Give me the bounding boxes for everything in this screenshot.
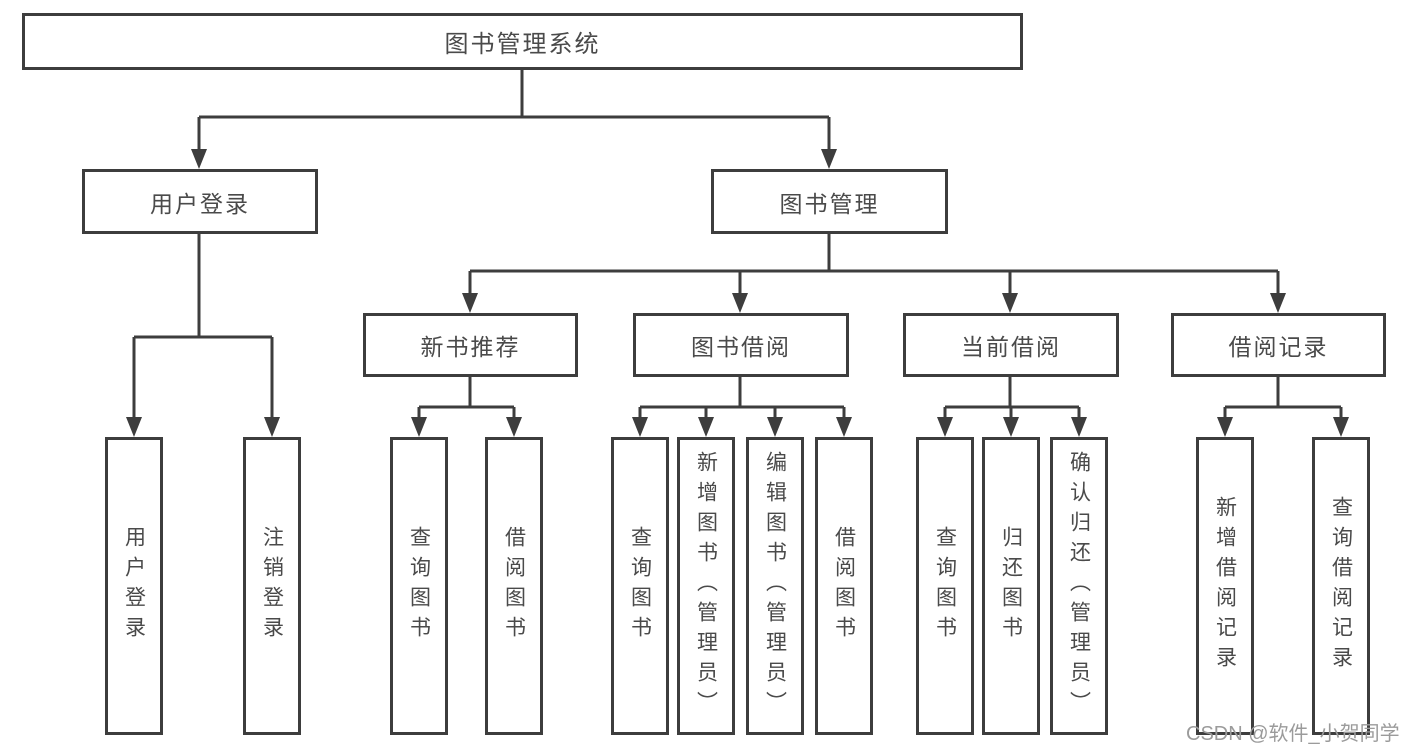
connector-user-login-split xyxy=(126,233,280,437)
leaf-add-borrow-record: 新增借阅记录 xyxy=(1196,437,1254,735)
leaf-borrow-books-recommend: 借阅图书 xyxy=(485,437,543,735)
leaf-query-books-borrow: 查询图书 xyxy=(611,437,669,735)
leaf-confirm-return-admin: 确认归还（管理员） xyxy=(1050,437,1108,735)
leaf-query-books-recommend: 查询图书 xyxy=(390,437,448,735)
connector-root-split xyxy=(191,69,837,169)
connector-book-borrow-split xyxy=(632,376,852,437)
csdn-watermark: CSDN @软件_小贺同学 xyxy=(1186,723,1400,745)
node-current-borrow: 当前借阅 xyxy=(903,313,1119,377)
connector-current-borrow-split xyxy=(937,376,1087,437)
leaf-return-books: 归还图书 xyxy=(982,437,1040,735)
connector-book-mgmt-split xyxy=(462,233,1286,313)
leaf-add-books-admin: 新增图书（管理员） xyxy=(677,437,735,735)
node-book-borrow: 图书借阅 xyxy=(633,313,849,377)
leaf-logout: 注销登录 xyxy=(243,437,301,735)
node-new-book-recommend: 新书推荐 xyxy=(363,313,578,377)
node-borrow-records: 借阅记录 xyxy=(1171,313,1386,377)
node-book-management: 图书管理 xyxy=(711,169,948,234)
leaf-query-books-current: 查询图书 xyxy=(916,437,974,735)
connector-borrow-record-split xyxy=(1217,376,1349,437)
leaf-edit-books-admin: 编辑图书（管理员） xyxy=(746,437,804,735)
connector-new-book-split xyxy=(411,376,522,437)
leaf-query-borrow-record: 查询借阅记录 xyxy=(1312,437,1370,735)
node-library-management-system: 图书管理系统 xyxy=(22,13,1023,70)
node-user-login: 用户登录 xyxy=(82,169,318,234)
leaf-borrow-books: 借阅图书 xyxy=(815,437,873,735)
leaf-user-login: 用户登录 xyxy=(105,437,163,735)
